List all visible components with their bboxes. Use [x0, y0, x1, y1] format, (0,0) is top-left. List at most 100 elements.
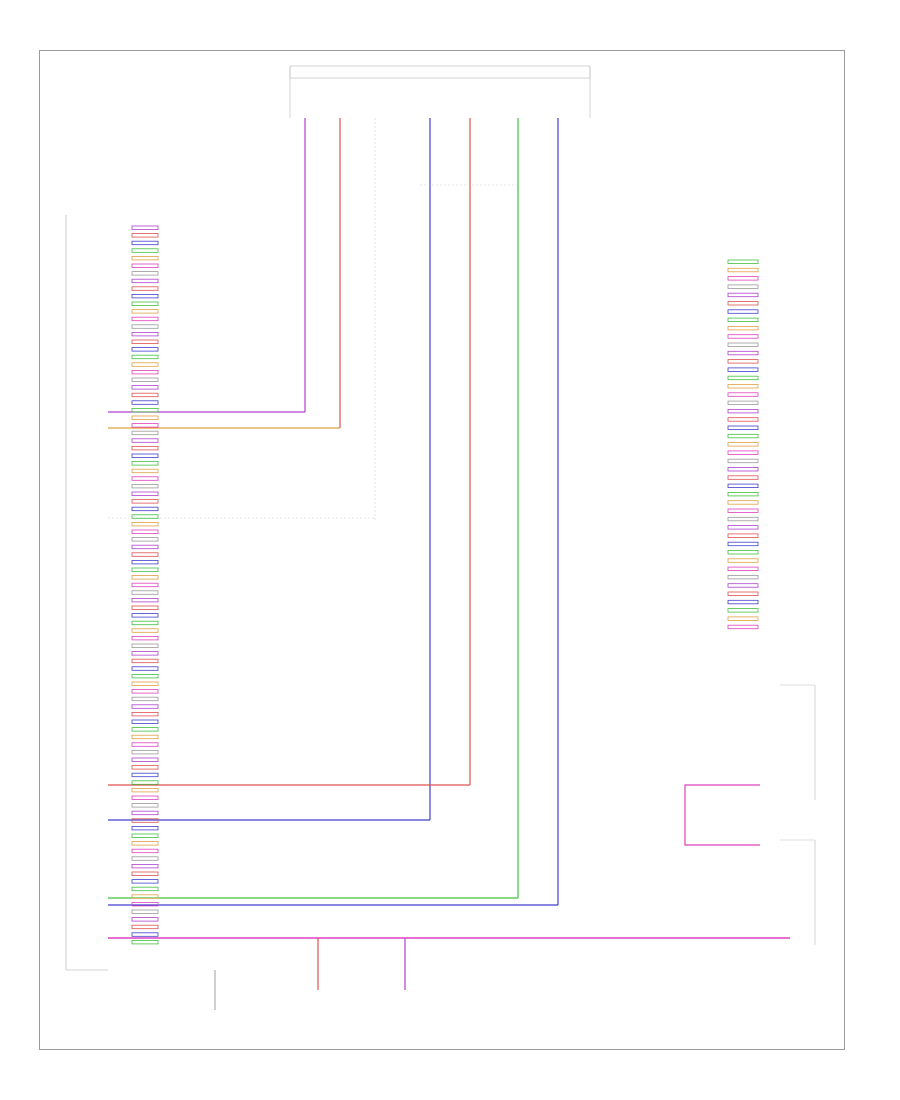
pin-mark	[131, 575, 159, 580]
pin-mark	[131, 841, 159, 846]
top-fuse-block	[289, 65, 591, 118]
pin-mark	[131, 924, 159, 930]
pin-mark	[131, 864, 159, 869]
pin-mark	[727, 508, 759, 513]
pin-mark	[131, 765, 159, 770]
pin-mark	[131, 590, 159, 595]
pin-mark	[131, 255, 159, 261]
pin-mark	[131, 240, 159, 246]
pin-mark	[131, 453, 159, 458]
pin-mark	[727, 566, 759, 571]
pin-mark	[131, 233, 159, 238]
horizontal-wires	[108, 184, 790, 939]
pin-mark	[727, 467, 759, 472]
pin-mark	[131, 491, 159, 496]
pin-mark	[131, 445, 159, 451]
pin-mark	[131, 225, 159, 230]
pin-mark	[131, 362, 159, 367]
pin-mark	[131, 658, 159, 664]
pin-mark	[131, 271, 159, 276]
pin-mark	[131, 377, 159, 382]
pin-mark	[131, 529, 159, 534]
pin-mark	[131, 339, 159, 344]
pin-mark	[131, 696, 159, 702]
pin-mark	[727, 392, 759, 397]
pin-mark	[131, 286, 159, 291]
pin-mark	[131, 757, 159, 762]
pin-mark	[131, 940, 159, 945]
pin-mark	[727, 375, 759, 381]
pin-mark	[131, 369, 159, 375]
pin-mark	[727, 516, 759, 522]
pin-mark	[727, 292, 759, 298]
pin-mark	[131, 643, 159, 648]
pin-mark	[131, 506, 159, 512]
pin-mark	[727, 583, 759, 588]
pin-mark	[131, 522, 159, 527]
pin-mark	[131, 788, 159, 793]
pin-mark	[727, 550, 759, 555]
pin-mark	[727, 541, 759, 547]
pin-mark	[131, 620, 159, 626]
pin-mark	[131, 514, 159, 519]
pin-mark	[727, 309, 759, 314]
pin-mark	[131, 537, 159, 542]
pin-mark	[727, 317, 759, 323]
pin-mark	[131, 605, 159, 610]
pin-mark	[131, 598, 159, 603]
pin-mark	[727, 442, 759, 447]
pin-mark	[131, 544, 159, 550]
pin-mark	[131, 894, 159, 899]
pin-mark	[131, 316, 159, 322]
pin-mark	[131, 727, 159, 732]
pin-mark	[131, 347, 159, 352]
pin-mark	[131, 810, 159, 816]
pin-mark	[131, 301, 159, 306]
pin-mark	[131, 354, 159, 360]
pin-mark	[727, 417, 759, 422]
pin-mark	[131, 879, 159, 884]
pin-mark	[131, 400, 159, 405]
pin-mark	[727, 458, 759, 464]
vertical-wires	[304, 118, 559, 905]
pin-mark	[727, 342, 759, 347]
pin-mark	[131, 309, 159, 314]
pin-mark	[131, 415, 159, 420]
pin-mark	[131, 833, 159, 838]
pin-mark	[727, 450, 759, 455]
pin-mark	[131, 636, 159, 641]
pin-mark	[131, 886, 159, 892]
pin-mark	[131, 423, 159, 428]
pin-mark	[131, 651, 159, 656]
pin-mark	[727, 325, 759, 331]
pin-mark	[131, 666, 159, 671]
pin-mark	[131, 613, 159, 618]
pin-mark	[727, 608, 759, 613]
pin-mark	[131, 392, 159, 398]
pin-mark	[727, 616, 759, 621]
pin-mark	[131, 681, 159, 686]
pin-mark	[131, 248, 159, 253]
pin-mark	[131, 582, 159, 588]
pin-mark	[727, 558, 759, 563]
pin-mark	[727, 400, 759, 406]
pin-mark	[131, 385, 159, 390]
pin-mark	[131, 560, 159, 565]
pin-mark	[131, 750, 159, 755]
pin-mark	[131, 932, 159, 937]
pin-mark	[131, 567, 159, 572]
pin-mark	[727, 575, 759, 580]
right-module	[684, 684, 816, 945]
pin-mark	[131, 742, 159, 747]
pin-mark	[131, 674, 159, 679]
left-pin-marks	[131, 225, 159, 945]
pin-mark	[727, 525, 759, 530]
pin-mark	[727, 624, 759, 630]
pin-mark	[131, 293, 159, 299]
pin-mark	[131, 902, 159, 907]
pin-mark	[131, 430, 159, 436]
right-pin-marks	[727, 259, 759, 630]
pin-mark	[727, 533, 759, 538]
pin-mark	[727, 475, 759, 480]
